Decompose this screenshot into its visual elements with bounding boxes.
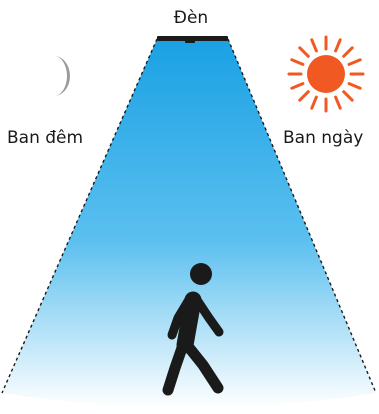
sun-ray [292, 84, 303, 89]
day-label: Ban ngày [283, 128, 363, 148]
moon-icon [54, 56, 70, 96]
sun-ray [312, 97, 317, 108]
sun-ray [300, 48, 309, 57]
sun-ray [344, 92, 353, 101]
sun-ray [312, 40, 317, 51]
sun-ray [300, 92, 309, 101]
sun-ray [336, 97, 341, 108]
night-label: Ban đêm [7, 128, 83, 148]
sun-icon [289, 37, 363, 111]
sun-ray [349, 84, 360, 89]
sun-ray [292, 60, 303, 65]
sun-ray [349, 60, 360, 65]
sun-ray [336, 40, 341, 51]
lamp-label: Đèn [174, 8, 208, 28]
sun-ray [344, 48, 353, 57]
